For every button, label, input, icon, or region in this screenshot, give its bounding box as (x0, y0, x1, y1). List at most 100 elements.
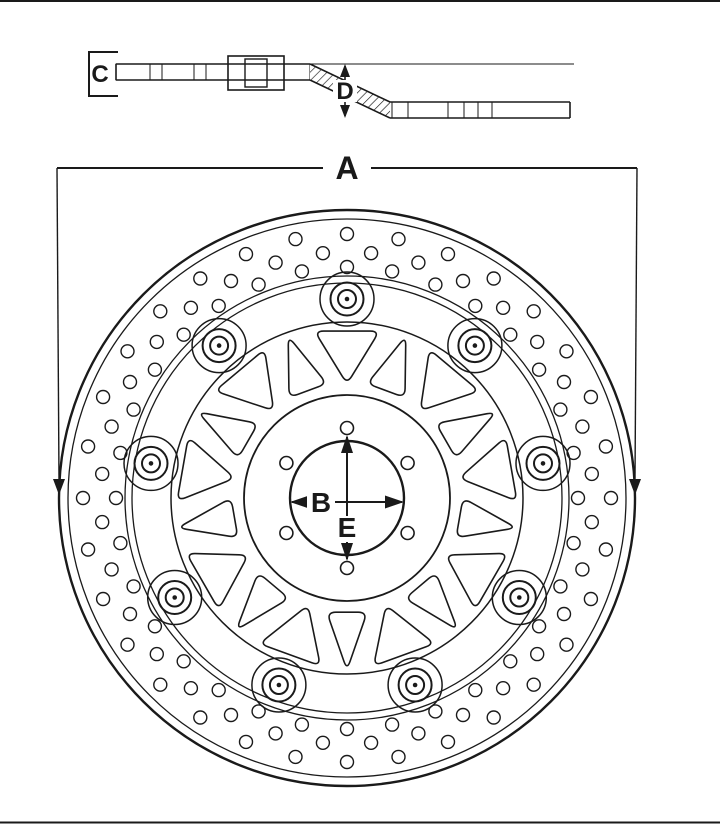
rivet-button-inner (509, 587, 530, 608)
drilled-hole (584, 514, 599, 530)
drilled-hole (384, 264, 400, 279)
drilled-hole (428, 704, 443, 719)
rivet-button (329, 281, 365, 317)
drilled-hole (176, 327, 191, 342)
drilled-hole (584, 466, 599, 482)
carrier-window (177, 439, 232, 500)
bolt-hole (400, 455, 415, 471)
drilled-hole (428, 277, 443, 292)
drilled-hole (530, 334, 545, 350)
drilled-hole (294, 717, 310, 732)
drilled-hole (570, 490, 586, 506)
drilled-hole (486, 710, 501, 725)
front-view: A B E (53, 150, 641, 788)
drilled-hole (468, 298, 483, 314)
drilled-hole (503, 654, 518, 669)
drilled-hole (75, 490, 91, 506)
rivet-seat (191, 317, 247, 374)
rivet-button-inner (141, 453, 161, 474)
rivet-center-dot (472, 343, 478, 348)
label-halo (307, 487, 335, 516)
drilled-hole (176, 654, 191, 669)
drilled-hole (411, 726, 426, 741)
drilled-hole (149, 646, 165, 662)
drilled-hole (503, 327, 518, 342)
drilled-hole (193, 710, 208, 725)
drilled-hole (147, 362, 163, 377)
bolt-holes (279, 420, 415, 576)
drilled-hole (468, 682, 483, 698)
bolt-hole (279, 455, 294, 471)
rivet-button-inner (164, 587, 185, 608)
drilled-hole (486, 271, 501, 286)
rivet-button-inner (337, 289, 357, 309)
drilled-hole (384, 717, 400, 732)
rivet-center-dot (412, 682, 418, 688)
c-bracket (88, 51, 118, 97)
drilled-hole (531, 619, 547, 634)
drilled-hole (238, 246, 254, 262)
carrier-window (462, 439, 517, 500)
drilled-hole (268, 726, 283, 741)
drilled-hole (147, 619, 163, 634)
drilled-hole (251, 277, 266, 292)
carrier-window (217, 352, 274, 410)
drilled-hole (440, 246, 456, 262)
rivet-button-inner (405, 675, 426, 695)
drilled-hole (149, 334, 165, 350)
dimension-c-label: C (91, 61, 108, 88)
drilled-hole (526, 304, 541, 319)
drilled-hole (193, 271, 208, 286)
bolt-hole (400, 525, 415, 541)
rivet-button (457, 328, 493, 364)
dimension-a-label: A (335, 150, 358, 186)
carrier-windows (177, 330, 517, 667)
rivet-seat (491, 569, 548, 626)
hub-outer-edge (243, 394, 451, 602)
rivet-button (157, 580, 193, 615)
extension-line-left (56, 167, 60, 480)
drilled-hole (566, 535, 581, 551)
drilled-hole (223, 273, 239, 289)
drilled-hole (113, 535, 128, 551)
rivet-button-inner (209, 335, 230, 356)
carrier-window (287, 339, 325, 397)
disc-rim-inner-line (67, 218, 627, 778)
drilled-hole (238, 734, 254, 750)
drilled-hole (122, 374, 138, 390)
rivet-button (201, 328, 237, 364)
drilled-hole (339, 754, 355, 770)
section-hatch (161, 63, 195, 81)
drilled-hole (495, 681, 511, 696)
drilled-hole (363, 245, 379, 261)
extension-line-right (634, 167, 638, 480)
arrowhead-down-icon (341, 543, 353, 561)
carrier-window (369, 339, 407, 397)
rivet-button-inner (268, 675, 289, 695)
drilled-hole (526, 677, 541, 692)
drilled-hole (95, 389, 111, 405)
arrowhead-right-icon (385, 495, 404, 509)
drilled-hole (94, 514, 110, 530)
carrier-window (237, 575, 287, 628)
drilled-hole (583, 591, 599, 607)
drilled-hole (339, 721, 355, 737)
carrier-window (262, 607, 320, 665)
rivet-center-dot (344, 296, 350, 302)
drilled-hole (315, 245, 331, 261)
drilled-hole (411, 255, 426, 270)
drilled-hole (80, 542, 96, 557)
drilled-hole (455, 707, 471, 723)
rivet-seat (387, 657, 443, 713)
drilled-hole (553, 579, 568, 594)
hub-bore-section (244, 58, 268, 88)
rivet-button (525, 445, 561, 481)
rivet-center-dot (540, 461, 546, 466)
hub-section (227, 55, 285, 91)
rivet-button-inner (533, 453, 553, 474)
dimension-b-label: B (311, 487, 331, 518)
carrier-window (438, 412, 494, 456)
section-hatch (477, 101, 493, 119)
drilled-hole (553, 402, 568, 417)
